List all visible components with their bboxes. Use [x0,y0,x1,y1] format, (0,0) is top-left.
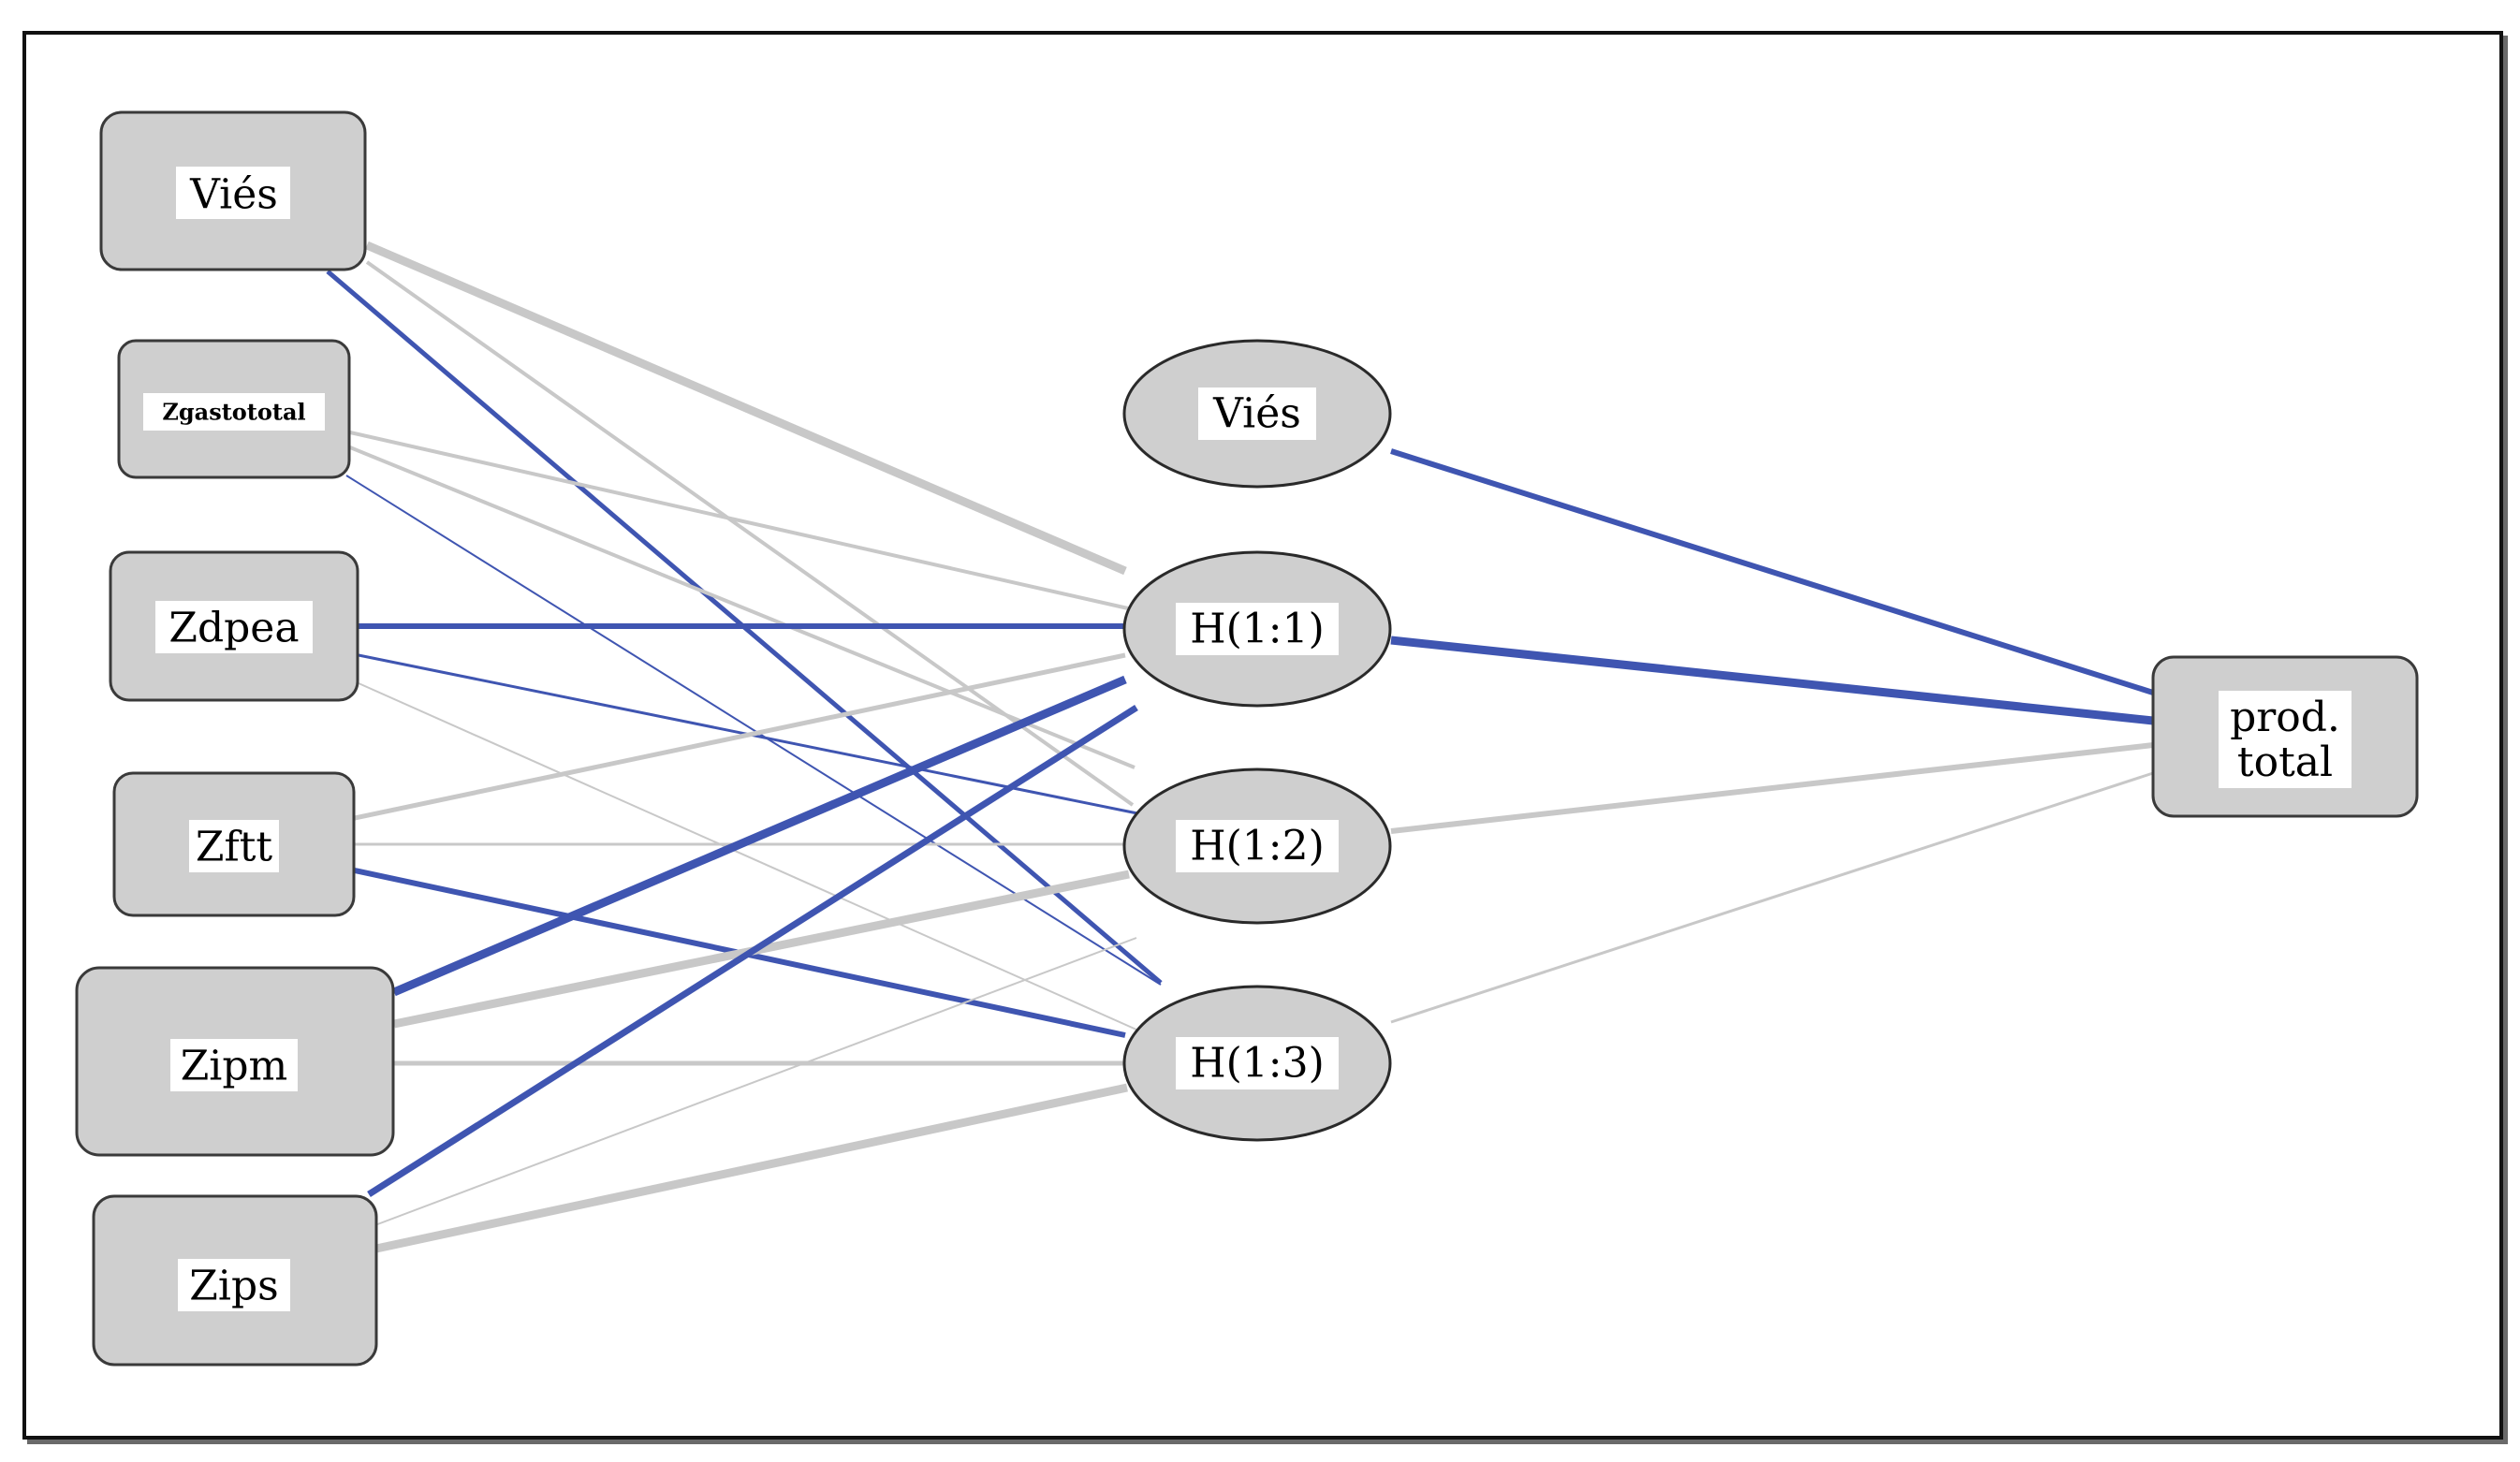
edge-zipm-h11 [392,675,1127,997]
input-node-zips[interactable]: Zips [92,1194,378,1367]
input-node-zdpea[interactable]: Zdpea [109,550,359,702]
input-node-label: Zftt [196,824,273,871]
edge-zftt-h11 [354,652,1126,821]
output-node-label: prod.total [2230,694,2340,786]
edge-h11-out [1390,636,2154,725]
input-node-zgastototal[interactable]: Zgastototal [117,339,351,479]
edge-zips-h12 [372,937,1137,1227]
output-node-prod-total[interactable]: prod.total [2151,655,2419,818]
hidden-node-label: Viés [1212,390,1301,438]
edge-in-vies-h11 [365,241,1127,576]
input-node-label: Zdpea [168,605,299,652]
hidden-node-vies[interactable]: Viés [1122,339,1392,489]
edge-zgastototal-h13 [345,475,1162,986]
hidden-node-label: H(1:2) [1190,823,1325,870]
hidden-node-label: H(1:1) [1190,606,1325,653]
hidden-node-label: H(1:3) [1190,1040,1325,1088]
input-node-zftt[interactable]: Zftt [112,771,356,917]
hidden-node-h13[interactable]: H(1:3) [1122,985,1392,1142]
connection-lines [326,241,2154,1253]
hidden-node-h11[interactable]: H(1:1) [1122,550,1392,708]
hidden-node-h12[interactable]: H(1:2) [1122,768,1392,925]
edge-h13-out [1390,771,2154,1024]
edge-zips-h11 [367,705,1138,1197]
input-node-zipm[interactable]: Zipm [75,966,395,1157]
input-node-label: Zipm [181,1043,288,1090]
edge-hid-vies-out [1390,448,2154,695]
input-node-label: Zgastototal [162,399,305,426]
input-node-label: Viés [189,171,278,219]
diagram-frame [22,31,2503,1440]
edge-zips-h13 [375,1083,1128,1253]
edge-zdpea-h13 [358,682,1137,1031]
edge-zgastototal-h12 [349,446,1135,769]
input-node-vies[interactable]: Viés [99,110,367,271]
edge-h12-out [1390,742,2154,834]
edge-zgastototal-h11 [349,431,1129,610]
input-node-label: Zips [189,1263,278,1310]
